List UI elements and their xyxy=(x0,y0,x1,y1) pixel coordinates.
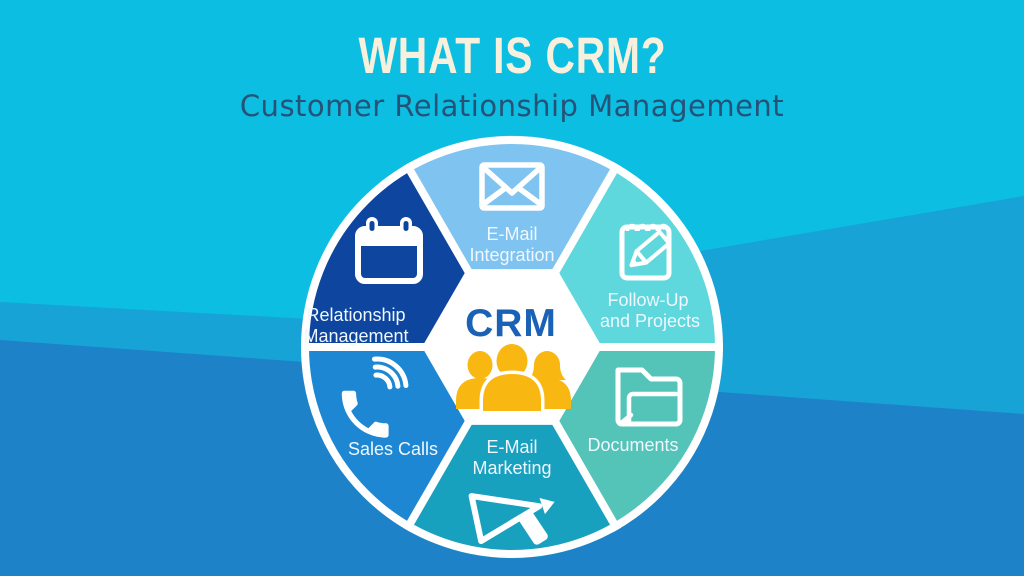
label-email-marketing-line2: Marketing xyxy=(472,458,551,478)
segment-email-marketing xyxy=(406,347,618,559)
phone-waves-icon xyxy=(341,356,409,438)
label-relationship-line1: Relationship xyxy=(306,305,405,325)
header: WHAT IS CRM? Customer Relationship Manag… xyxy=(0,0,1024,123)
folder-icon xyxy=(615,367,683,427)
crm-center-label: CRM xyxy=(465,302,557,345)
page-title: WHAT IS CRM? xyxy=(358,27,666,84)
label-email-marketing-line1: E-Mail xyxy=(486,437,537,457)
segment-email-integration xyxy=(406,135,618,347)
label-email-integration-line2: Integration xyxy=(469,245,554,265)
calendar-icon xyxy=(355,217,423,284)
label-follow-up-line1: Follow-Up xyxy=(607,290,688,310)
people-group-icon xyxy=(456,340,571,415)
label-follow-up-line2: and Projects xyxy=(600,311,700,331)
megaphone-icon xyxy=(468,493,555,545)
label-documents: Documents xyxy=(587,435,678,455)
label-relationship-line2: Management xyxy=(303,326,408,346)
envelope-icon xyxy=(479,162,545,211)
notepad-pencil-icon xyxy=(619,223,672,281)
segment-labels: E-Mail Integration Follow-Up and Project… xyxy=(303,224,700,478)
label-sales-calls: Sales Calls xyxy=(348,439,438,459)
page-subtitle: Customer Relationship Management xyxy=(239,89,785,123)
outer-ring xyxy=(301,136,723,558)
label-email-integration-line1: E-Mail xyxy=(486,224,537,244)
